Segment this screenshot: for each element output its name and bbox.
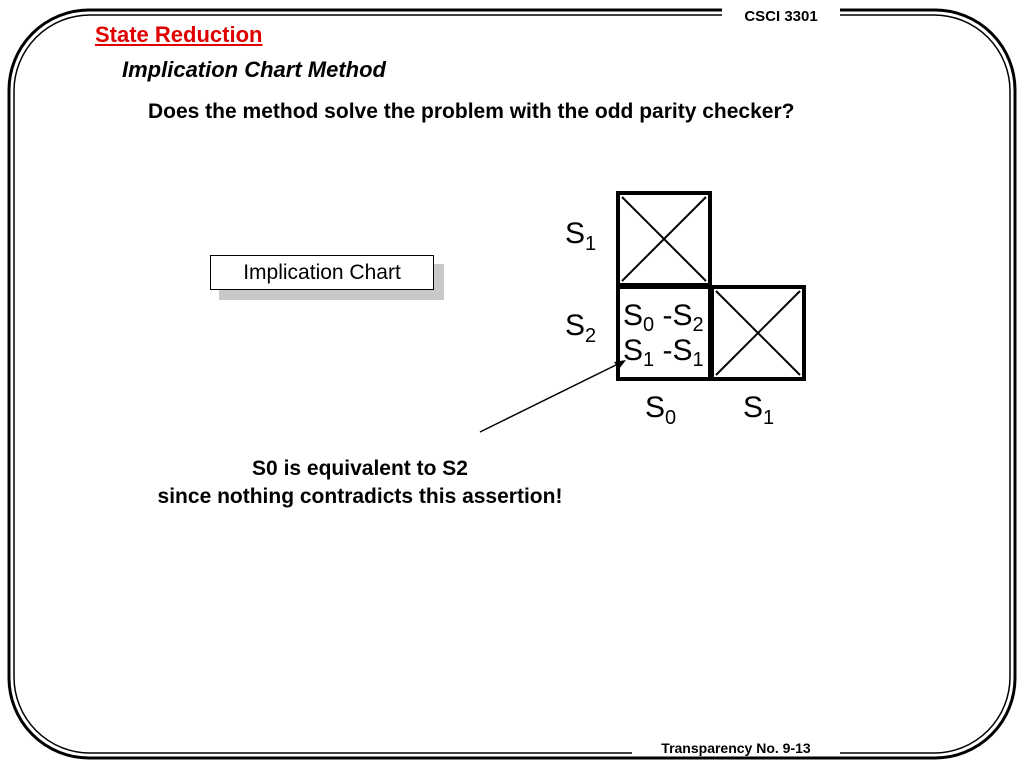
- question-text: Does the method solve the problem with t…: [148, 100, 795, 123]
- col-label-s0: S0: [645, 391, 676, 429]
- pointer-arrow: [479, 360, 626, 433]
- implication-s0-s2: S0 -S2: [623, 299, 704, 336]
- transparency-number: Transparency No. 9-13: [632, 740, 840, 756]
- chart-label: Implication Chart: [210, 255, 434, 290]
- conclusion-text: S0 is equivalent to S2 since nothing con…: [100, 455, 620, 511]
- slide-subtitle: Implication Chart Method: [122, 57, 386, 82]
- cell-s1-s0: [616, 191, 712, 287]
- row-label-s2: S2: [565, 309, 596, 347]
- conclusion-line-1: S0 is equivalent to S2: [252, 457, 468, 480]
- row-label-s1: S1: [565, 217, 596, 255]
- col-label-s1: S1: [743, 391, 774, 429]
- conclusion-line-2: since nothing contradicts this assertion…: [157, 485, 563, 508]
- implication-s1-s1: S1 -S1: [623, 334, 704, 371]
- slide-title: State Reduction: [95, 22, 263, 47]
- course-code: CSCI 3301: [722, 8, 840, 25]
- cell-s2-s1: [710, 285, 806, 381]
